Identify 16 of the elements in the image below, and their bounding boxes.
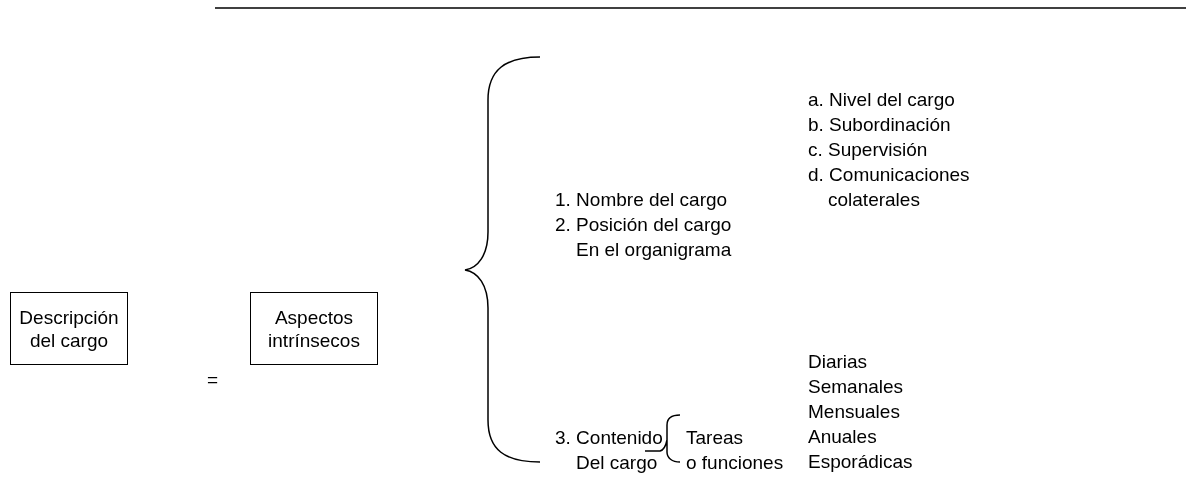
label-text: d. Comunicaciones colaterales	[808, 163, 970, 212]
label-text: Tareas o funciones	[686, 426, 784, 475]
label-text: 2. Posición del cargo En el organigrama	[555, 213, 732, 262]
label-text: Diarias	[808, 350, 868, 374]
equals-sign: =	[207, 368, 219, 392]
label-text: Semanales	[808, 375, 904, 399]
label-text: Anuales	[808, 425, 877, 449]
label-text: a. Nivel del cargo	[808, 88, 955, 112]
label-text: Mensuales	[808, 400, 900, 424]
label-text: 1. Nombre del cargo	[555, 188, 728, 212]
label-text: 3. Contenido Del cargo	[555, 426, 663, 475]
text-box: Aspectos intrínsecos	[250, 292, 378, 365]
label-text: Esporádicas	[808, 450, 913, 474]
label-text: b. Subordinación	[808, 113, 951, 137]
label-text: c. Supervisión	[808, 138, 928, 162]
text-box: Descripción del cargo	[10, 292, 128, 365]
